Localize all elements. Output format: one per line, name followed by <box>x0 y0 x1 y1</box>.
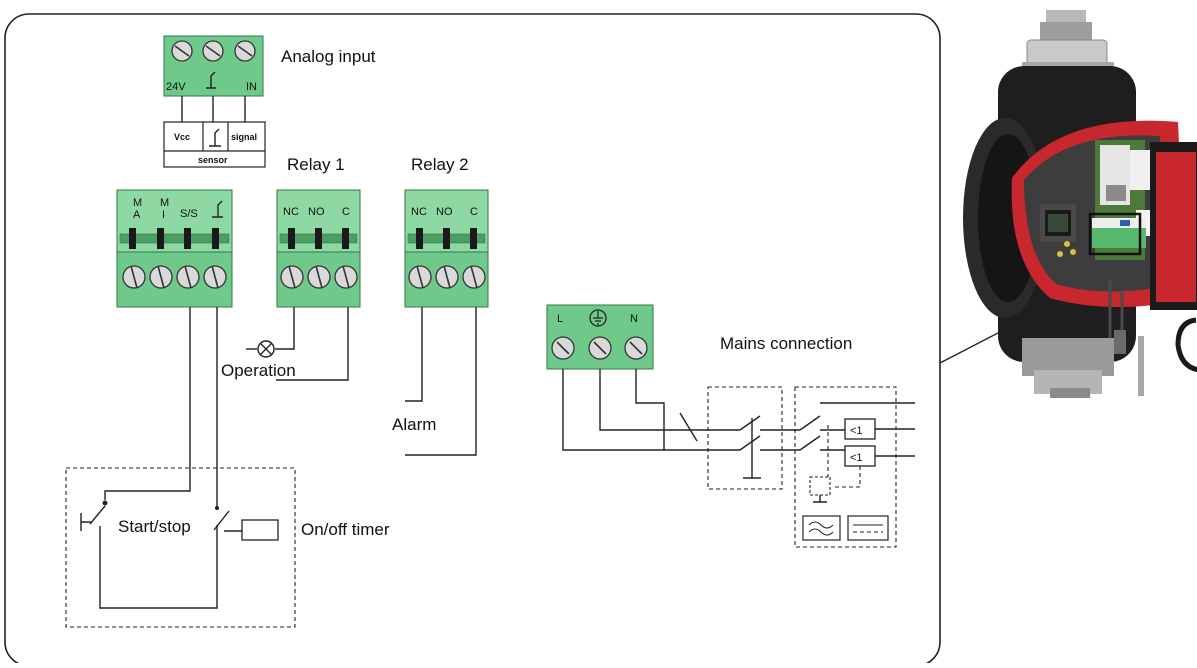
relay2-label-no: NO <box>436 206 453 218</box>
breaker-dashed-box <box>794 386 897 548</box>
relay1-title: Relay 1 <box>287 155 345 174</box>
earth-icon <box>589 309 607 327</box>
sensor-ground-icon <box>209 128 221 147</box>
terminal-label-ss: S/S <box>180 208 198 220</box>
control-dashed-box <box>65 467 296 628</box>
isolator-dashed-box <box>707 386 783 490</box>
timer-switch-icon <box>213 506 279 541</box>
ac-supply-icon <box>802 515 841 541</box>
terminal-label-in: IN <box>246 81 257 93</box>
sensor-vcc-label: Vcc <box>174 132 190 142</box>
breaker-symbol-1: <1 <box>850 425 863 437</box>
dc-supply-icon <box>847 515 889 541</box>
relay2-title: Relay 2 <box>411 155 469 174</box>
mains-terminal-block: L N <box>546 304 654 370</box>
isolator-switch-icon <box>739 415 800 479</box>
terminal-label-ma-m: M <box>133 197 142 209</box>
analog-input-terminal: 24V IN <box>163 35 264 97</box>
start-stop-switch-icon <box>80 500 218 609</box>
terminal-label-24v: 24V <box>166 81 186 93</box>
relay1-label-c: C <box>342 206 350 218</box>
mains-label-l: L <box>557 313 563 325</box>
breaker-symbol-2: <1 <box>850 452 863 464</box>
relay1-label-no: NO <box>308 206 325 218</box>
mains-label-n: N <box>630 313 638 325</box>
analog-input-title: Analog input <box>281 47 376 66</box>
relay2-label-nc: NC <box>411 206 427 218</box>
terminal-label-ma-a: A <box>133 209 141 221</box>
start-stop-label: Start/stop <box>118 517 191 536</box>
mains-connection-title: Mains connection <box>720 334 852 353</box>
control-terminal-block: M A M I S/S <box>116 189 233 308</box>
lamp-icon <box>257 340 275 358</box>
relay1-terminal-block: NC NO C <box>276 189 361 308</box>
on-off-timer-label: On/off timer <box>301 520 390 539</box>
circuit-breaker-icon: <1 <1 <box>799 402 915 503</box>
relay2-label-c: C <box>470 206 478 218</box>
timer-coil-icon <box>241 519 279 541</box>
ground-symbol-icon <box>206 71 216 89</box>
relay1-operation-label: Operation <box>221 361 296 380</box>
relay2-terminal-block: NC NO C <box>404 189 489 308</box>
sensor-signal-label: signal <box>231 132 257 142</box>
pump-image <box>963 10 1197 398</box>
relay1-label-nc: NC <box>283 206 299 218</box>
terminal-label-mi-i: I <box>162 209 165 221</box>
sensor-box: Vcc signal sensor <box>163 121 266 168</box>
terminal-label-mi-m: M <box>160 197 169 209</box>
sensor-label: sensor <box>198 155 228 165</box>
control-ground-icon <box>212 200 223 218</box>
relay2-alarm-label: Alarm <box>392 415 436 434</box>
